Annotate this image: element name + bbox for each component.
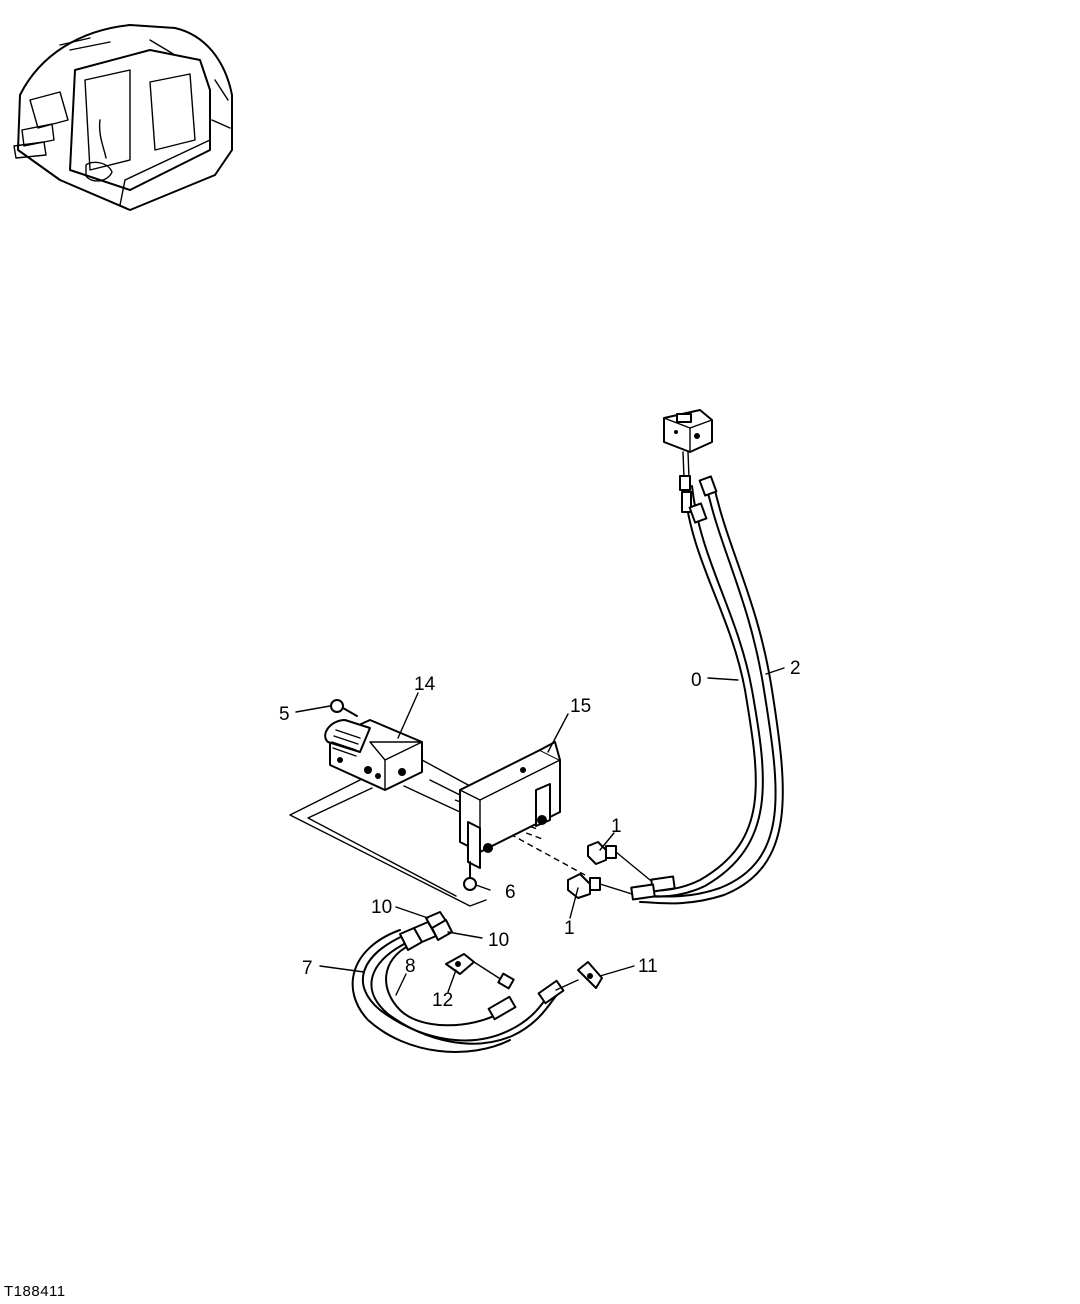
- callout-10b: 10: [488, 930, 509, 951]
- cab-locator-illustration: [13, 24, 233, 211]
- mounting-bracket: [459, 741, 561, 869]
- callout-14: 14: [414, 674, 436, 695]
- callout-2: 2: [790, 658, 801, 679]
- pilot-valve-block: [663, 409, 713, 479]
- callout-8: 8: [405, 956, 416, 977]
- solenoid-valve: [324, 719, 471, 813]
- callout-1a: 1: [611, 816, 622, 837]
- callout-1b: 1: [564, 918, 575, 939]
- callout-15: 15: [570, 696, 591, 717]
- hose-assembly-long: [630, 475, 784, 905]
- figure-id: T188411: [4, 1283, 66, 1300]
- callout-11: 11: [638, 956, 658, 977]
- callout-7: 7: [302, 958, 313, 979]
- callout-6: 6: [505, 882, 516, 903]
- bolts: [330, 699, 477, 891]
- callout-10a: 10: [371, 897, 392, 918]
- callout-5: 5: [279, 704, 290, 725]
- hose-assembly-short: [351, 911, 603, 1053]
- callout-0: 0: [691, 670, 702, 691]
- callout-leaders: [295, 667, 785, 996]
- callout-labels: 1 1 0 2 5 6 7 8 10 10 11 12 14 15: [279, 658, 801, 1011]
- callout-12: 12: [432, 990, 453, 1011]
